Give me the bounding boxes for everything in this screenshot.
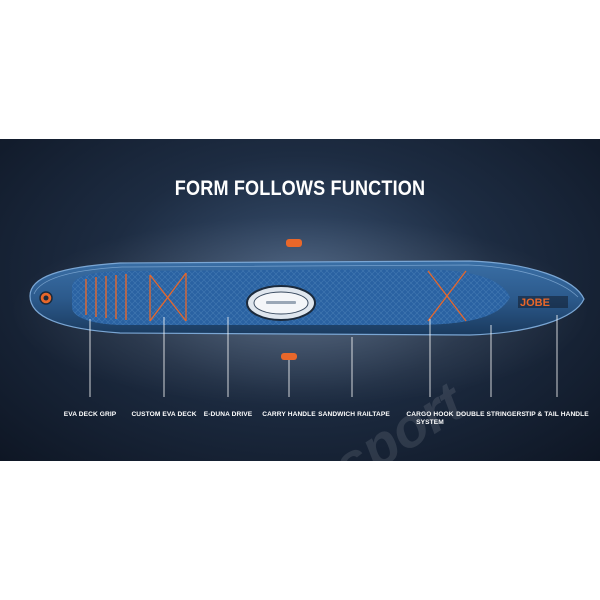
label-double-stringers: DOUBLE STRINGERS xyxy=(456,411,526,418)
product-banner: FORM FOLLOWS FUNCTION xyxy=(0,139,600,461)
label-sandwich-railtape: SANDWICH RAILTAPE xyxy=(318,411,390,418)
nose-bungee xyxy=(427,270,467,322)
callout-lines xyxy=(89,315,558,397)
headline: FORM FOLLOWS FUNCTION xyxy=(174,177,426,200)
label-tip-tail-handle: TIP & TAIL HANDLE xyxy=(525,411,589,418)
label-custom-eva-deck: CUSTOM EVA DECK xyxy=(131,411,197,418)
carry-handle-top xyxy=(286,239,302,247)
carry-handle-bottom xyxy=(281,353,297,360)
tail-grip-lines xyxy=(85,274,127,320)
label-carry-handle: CARRY HANDLE xyxy=(262,411,316,418)
label-e-duna-drive: E-DUNA DRIVE xyxy=(203,411,253,418)
label-cargo-hook-system: CARGO HOOK SYSTEM xyxy=(406,411,454,426)
e-duna-drive xyxy=(246,285,316,321)
tail-bungee xyxy=(149,272,187,322)
brand-logo: JOBE xyxy=(520,297,550,309)
paddle-board-image: JOBE Motosport xyxy=(10,216,590,461)
label-eva-deck-grip: EVA DECK GRIP xyxy=(63,411,117,418)
